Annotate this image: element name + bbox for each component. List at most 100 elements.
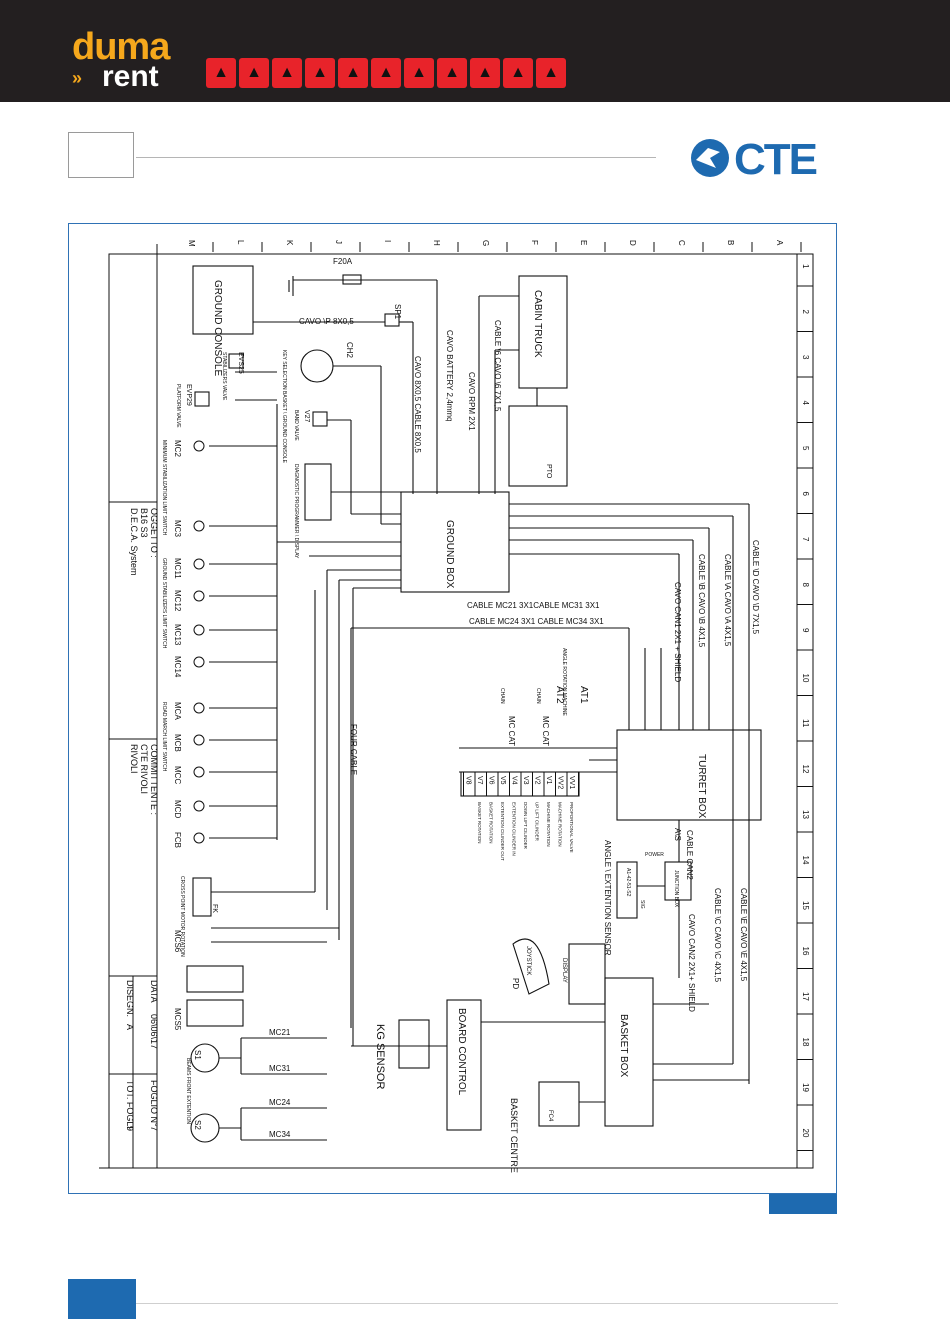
limit-switch-desc: MINIMUM STABILIZATION LIMIT SWITCH bbox=[161, 440, 167, 536]
limit-switch-code: MCD bbox=[173, 800, 182, 818]
column-number: 7 bbox=[801, 537, 810, 542]
data-label: DATA bbox=[149, 980, 159, 1003]
dumarent-logo[interactable]: duma » rent bbox=[72, 28, 192, 92]
valve-code: V6 bbox=[488, 776, 495, 785]
row-letter: L bbox=[236, 240, 245, 245]
basket-box bbox=[604, 977, 654, 1127]
valve-v27-code: V27 bbox=[303, 410, 310, 423]
valve-code: VV2 bbox=[557, 776, 564, 789]
valve-evp29-code: EVP29 bbox=[185, 384, 192, 406]
machine-icon-strip: ▲▲▲▲▲▲▲▲▲▲▲ bbox=[206, 58, 566, 88]
forklift-icon[interactable]: ▲ bbox=[239, 58, 269, 88]
key-selector-icon bbox=[300, 349, 334, 383]
limit-switch-desc: ROAD MARCH LIMIT SWITCH bbox=[161, 702, 167, 772]
cable-mc24: CABLE MC24 3X1 CABLE MC34 3X1 bbox=[469, 617, 604, 626]
column-number: 17 bbox=[801, 992, 810, 1001]
disegn-label: DISEGN. bbox=[125, 980, 135, 1017]
disegn-value: A bbox=[125, 1024, 135, 1030]
fk-label: FK bbox=[211, 904, 218, 913]
cable-rpm: CAVO RPM 2X1 bbox=[467, 372, 476, 431]
valve-code: VV1 bbox=[568, 776, 575, 789]
logo-rent-text: rent bbox=[102, 60, 159, 93]
board-control-label: BOARD CONTROL bbox=[456, 1008, 467, 1096]
cable-can1: CAVO CAN1 2X1 + SHIELD bbox=[673, 582, 682, 682]
oggetto-line2: D.E.C.A. System bbox=[129, 508, 139, 576]
truck-platform-icon[interactable]: ▲ bbox=[206, 58, 236, 88]
header-divider bbox=[136, 157, 656, 158]
limit-switch-code: MCB bbox=[173, 734, 182, 752]
cross-point-motor bbox=[192, 877, 212, 917]
column-number: 8 bbox=[801, 583, 810, 588]
limit-switch-symbols bbox=[193, 440, 205, 844]
tot-value: 9 bbox=[125, 1126, 135, 1131]
limit-switch-icon bbox=[193, 440, 205, 452]
ground-box-label: GROUND BOX bbox=[444, 520, 455, 589]
beams-label: BEAMS FRONT EXTENTION bbox=[185, 1058, 191, 1124]
column-number: 16 bbox=[801, 947, 810, 956]
limit-switch-icon bbox=[193, 590, 205, 602]
header-bar: duma » rent ▲▲▲▲▲▲▲▲▲▲▲ bbox=[0, 0, 950, 102]
valve-desc: BASKET ROTATION bbox=[477, 802, 482, 844]
crane-icon[interactable]: ▲ bbox=[503, 58, 533, 88]
page-tab-right bbox=[769, 1194, 837, 1214]
mc-switch-label: MC31 bbox=[269, 1064, 291, 1073]
display-label: DISPLAY bbox=[561, 958, 567, 983]
turret-box bbox=[616, 729, 762, 821]
column-number: 14 bbox=[801, 856, 810, 865]
oggetto-label: OGGETTO : bbox=[149, 508, 159, 558]
valve-v27-desc: BAND VALVE bbox=[293, 410, 299, 441]
boom-lift-icon[interactable]: ▲ bbox=[470, 58, 500, 88]
scissor-lift-icon[interactable]: ▲ bbox=[272, 58, 302, 88]
row-letter: B bbox=[726, 240, 735, 245]
valve-cells bbox=[463, 771, 579, 797]
row-letter: E bbox=[579, 240, 588, 245]
limit-switch-code: MCC bbox=[173, 766, 182, 784]
column-number: 20 bbox=[801, 1129, 810, 1138]
cte-logo-swoosh-icon bbox=[696, 148, 720, 168]
cross-point-label: CROSS POINT MOTOR ROTATION bbox=[179, 876, 185, 957]
telescopic-boom-icon[interactable]: ▲ bbox=[536, 58, 566, 88]
valve-desc: EXTENTION CILINDER OUT bbox=[500, 802, 505, 861]
valve-evs25-desc: STABILIZERS VALVE bbox=[221, 352, 227, 401]
valve-evs25 bbox=[228, 353, 244, 369]
fuse-f20a bbox=[342, 274, 362, 285]
spider-lift-icon[interactable]: ▲ bbox=[404, 58, 434, 88]
limit-switch-code: MC12 bbox=[173, 590, 182, 612]
basket-box-label: BASKET BOX bbox=[618, 1014, 629, 1078]
pd-label: PD bbox=[511, 978, 520, 989]
cte-logo: CTE bbox=[691, 138, 819, 178]
excavator-icon[interactable]: ▲ bbox=[437, 58, 467, 88]
angle-sensor-label: A1-42-51-S2 bbox=[625, 868, 631, 897]
valve-code: V4 bbox=[511, 776, 518, 785]
valve-desc: BASKET ROTATION bbox=[489, 802, 494, 844]
basket-centre-box bbox=[538, 1081, 580, 1127]
board-control-box bbox=[446, 999, 482, 1131]
sp1-label: SP1 bbox=[393, 304, 402, 320]
limit-switch-code: MC13 bbox=[173, 624, 182, 646]
telehandler-icon[interactable]: ▲ bbox=[305, 58, 335, 88]
angle-sensor bbox=[616, 861, 638, 919]
cable-a: CABLE \A CAVO \A 4X1,5 bbox=[723, 554, 732, 647]
column-number: 3 bbox=[801, 355, 810, 360]
limit-switch-code: MC2 bbox=[173, 440, 182, 457]
row-letter: A bbox=[775, 240, 784, 246]
limit-switch-code: MC11 bbox=[173, 558, 182, 579]
fc4-label: FC4 bbox=[547, 1110, 553, 1122]
oggetto-line1: B16 S3 bbox=[139, 508, 149, 538]
mcs4-sensor bbox=[186, 965, 244, 993]
junction-box-label: JUNCTION BOX bbox=[673, 870, 679, 908]
s1-label: S1 bbox=[193, 1050, 202, 1060]
valve-code: V5 bbox=[499, 776, 506, 785]
limit-switch-code: MCA bbox=[173, 702, 182, 720]
at1-label: AT1 bbox=[578, 686, 589, 704]
column-number: 5 bbox=[801, 446, 810, 451]
page-number-tab bbox=[68, 1279, 136, 1319]
pto-box bbox=[508, 405, 568, 487]
limit-switch-code: MC14 bbox=[173, 656, 182, 678]
ground-console-box bbox=[192, 265, 254, 335]
crawler-lift-icon[interactable]: ▲ bbox=[371, 58, 401, 88]
column-number: 19 bbox=[801, 1083, 810, 1092]
foglio-value: 7 bbox=[149, 1126, 159, 1131]
loader-icon[interactable]: ▲ bbox=[338, 58, 368, 88]
